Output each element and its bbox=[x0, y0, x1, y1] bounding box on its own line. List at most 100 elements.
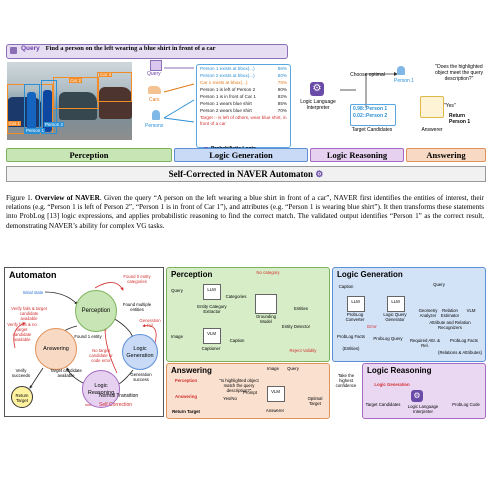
problog-row-pct: 80% bbox=[277, 73, 287, 78]
caption1-bold: Overview of NAVER bbox=[34, 194, 100, 202]
perc-reject: Reject Validity bbox=[289, 348, 317, 353]
person1-icon bbox=[397, 66, 405, 75]
entity-persons-label: Persons bbox=[145, 123, 164, 129]
label-found1: Found 1 entity bbox=[74, 334, 102, 339]
state-perception: Perception bbox=[75, 290, 117, 332]
perc-caption: Caption bbox=[229, 338, 245, 343]
label-foundmulti: Found multiple entities bbox=[122, 302, 152, 312]
take-highest-label: Take the highest confidence bbox=[335, 373, 357, 388]
query-label: Query bbox=[21, 45, 40, 52]
ans-query: Query bbox=[287, 366, 299, 371]
lg-facts: ProbLog Facts bbox=[337, 334, 365, 339]
return-label: Return Person 1 bbox=[449, 113, 471, 125]
lr-gear-icon: ⚙ bbox=[411, 390, 423, 402]
lg-llm2: LLM bbox=[391, 299, 400, 304]
state-answering: Answering bbox=[35, 328, 77, 370]
lg-caption: Caption bbox=[338, 284, 354, 289]
answerer-vlm-box bbox=[420, 96, 444, 118]
lg-geom: Geometry Analyzer bbox=[418, 308, 438, 318]
query-bar: Query Find a person on the left wearing … bbox=[6, 44, 288, 59]
lg-converter: ProbLog Converter bbox=[345, 312, 365, 322]
lg-recognizers: Attribute and Relation Recognizers bbox=[429, 320, 471, 330]
choose-optimal-label: Choose optimal bbox=[350, 72, 385, 78]
lr-candidates: Target Candidates bbox=[365, 402, 401, 407]
example-photo: Car 3 Car 2 Car 1 Person 1 Person 2 bbox=[7, 62, 132, 140]
photo-tag: Car 2 bbox=[69, 78, 83, 83]
perc-vlm: VLM bbox=[207, 331, 216, 336]
interpreter-gear-icon: ⚙ bbox=[310, 82, 324, 96]
state-logic-generation: Logic Generation bbox=[122, 334, 158, 370]
problog-row-text: Person 1 is in front of Car 1 bbox=[200, 94, 256, 99]
perc-grounding: Grounding Model bbox=[255, 314, 277, 324]
return-target-state: Return Target bbox=[11, 386, 33, 408]
lg-query: Query bbox=[433, 282, 445, 287]
photo-tag: Person 2 bbox=[44, 122, 65, 127]
problog-row-text: Car 1 exists at bbox(...) bbox=[200, 80, 248, 85]
stage-logic-generation: Logic Generation bbox=[174, 148, 308, 162]
lg-qgen: Logic Query Generator bbox=[383, 312, 407, 322]
perc-captioner: Captioner bbox=[201, 346, 221, 351]
ans-prompt: Prompt bbox=[243, 390, 257, 395]
legend-normal: Normal Transition bbox=[99, 393, 139, 399]
candidates-values: 0.98::Person 1 0.02::Person 2 bbox=[353, 106, 388, 119]
stage-logic-reasoning: Logic Reasoning bbox=[310, 148, 404, 162]
yes-label: "Yes" bbox=[444, 103, 456, 109]
label-found0: Found 0 entity categories bbox=[123, 274, 151, 284]
vlm-box bbox=[203, 328, 221, 344]
perc-extractor: Entity Category Extractor bbox=[197, 304, 227, 314]
ans-answering: Answering bbox=[175, 394, 197, 399]
entity-cars-icon bbox=[148, 86, 161, 94]
problog-row: Person 1 wears blue shirt 85% bbox=[200, 100, 290, 107]
label-gensuccess: Generation success bbox=[130, 372, 152, 382]
lr-interpreter: Logic Language Interpreter bbox=[407, 404, 439, 414]
self-corrected-bar: Self-Corrected in NAVER Automaton ⚙ bbox=[6, 166, 486, 182]
ans-return: Return Target bbox=[172, 409, 200, 414]
lg-facts2: ProbLog Facts bbox=[450, 338, 478, 343]
problog-row-text: Person 2 wears blue shirt bbox=[200, 108, 252, 113]
query-text: Find a person on the left wearing a blue… bbox=[45, 45, 216, 52]
figure1-caption: Figure 1. Overview of NAVER. Given the q… bbox=[6, 194, 484, 231]
photo-tag: Car 3 bbox=[99, 72, 113, 77]
label-notarget: No target candidate or code error bbox=[89, 348, 113, 363]
lg-llm-box bbox=[347, 296, 365, 312]
fig1-right-arrows bbox=[340, 72, 398, 107]
car-shape bbox=[59, 92, 97, 120]
problog-row-pct: 85% bbox=[277, 101, 287, 106]
ans-answerer: Answerer bbox=[265, 408, 285, 413]
llm-box bbox=[203, 284, 221, 300]
problog-row: Person 1 is in front of Car 1 92% bbox=[200, 93, 290, 100]
answerer-label: Answerer bbox=[421, 127, 443, 133]
problog-row: Person 1 exists at bbox(...)96% bbox=[200, 65, 290, 72]
reasoning-title: Logic Reasoning bbox=[367, 366, 432, 375]
ans-optimal: Optimal Target bbox=[307, 396, 323, 406]
problog-row-pct: 75% bbox=[277, 80, 287, 85]
person-figure bbox=[27, 92, 36, 132]
lg-pquery: ProbLog Query bbox=[373, 336, 403, 341]
lg-rel: Relation Estimator bbox=[440, 308, 460, 318]
problog-row-pct: 92% bbox=[277, 94, 287, 99]
ans-question: "Is highlighted object match the query d… bbox=[219, 378, 259, 393]
problog-row-text: Person 1 wears blue shirt bbox=[200, 101, 252, 106]
grounding-box bbox=[255, 294, 277, 314]
lr-code: ProbLog Code bbox=[452, 402, 480, 407]
problog-row: Person 2 exists at bbox(...)80% bbox=[200, 72, 290, 79]
perc-image: Image bbox=[171, 334, 183, 339]
stage-perception: Perception bbox=[6, 148, 172, 162]
ans-yesno: Yes/No bbox=[223, 396, 237, 401]
label-targetavail: Target candidate available bbox=[50, 368, 82, 378]
lg-llm: LLM bbox=[351, 299, 360, 304]
lg-sub2: (Relations & Attributes) bbox=[438, 350, 482, 355]
entity-arrows bbox=[163, 67, 195, 123]
label-verifyfails: Verify fails & no target candidate avail… bbox=[7, 322, 37, 342]
lr-loggen: Logic Generation bbox=[374, 382, 410, 387]
perception-panel: Perception No category Query LLM Categor… bbox=[166, 267, 330, 362]
perc-query: Query bbox=[171, 288, 183, 293]
entity-query-label: Query bbox=[147, 71, 161, 77]
entity-query-icon bbox=[150, 60, 162, 71]
perc-detector: Entity Detector bbox=[281, 324, 311, 329]
automaton-title: Automaton bbox=[9, 270, 57, 280]
caption1-label: Figure 1. bbox=[6, 194, 33, 202]
problog-row-pct: 70% bbox=[277, 108, 287, 113]
problog-facts-list: Person 1 exists at bbox(...)96%Person 2 … bbox=[196, 64, 291, 148]
initial-state-label: Initial state bbox=[22, 290, 44, 295]
